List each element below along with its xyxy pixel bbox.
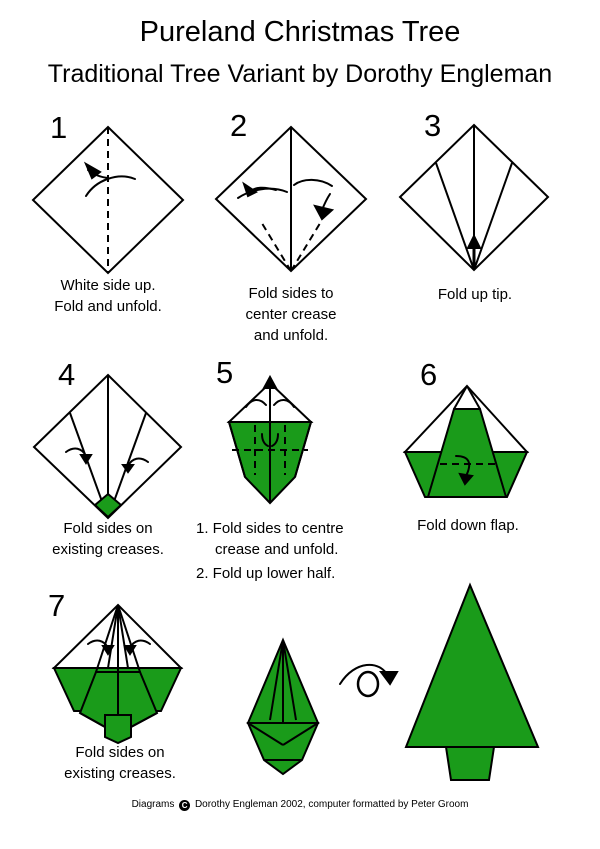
step-3-arrowhead bbox=[466, 233, 482, 249]
step-7-number: 7 bbox=[48, 588, 66, 623]
credit-prefix: Diagrams bbox=[131, 799, 175, 810]
step-3-caption: Fold up tip. bbox=[437, 286, 513, 303]
step-6-caption: Fold down flap. bbox=[417, 517, 519, 534]
step-5-up-arrowhead bbox=[262, 374, 278, 389]
step-6-green-center bbox=[426, 408, 508, 498]
step-5-caption: 1. Fold sides to centre crease and unfol… bbox=[196, 520, 344, 582]
diagram-title: Pureland Christmas Tree bbox=[139, 16, 461, 48]
step-6-number: 6 bbox=[420, 357, 438, 392]
step-1-number: 1 bbox=[50, 110, 68, 145]
step-2-left-arrow bbox=[237, 187, 288, 199]
credit-text: Dorothy Engleman 2002, computer formatte… bbox=[194, 799, 469, 810]
step-2-number: 2 bbox=[230, 108, 248, 143]
copyright-icon: C bbox=[179, 800, 191, 811]
step-3-number: 3 bbox=[424, 108, 442, 143]
step-1-caption: White side up.Fold and unfold. bbox=[54, 277, 162, 315]
diagram-subtitle: Traditional Tree Variant by Dorothy Engl… bbox=[47, 60, 553, 88]
step-5-number: 5 bbox=[216, 355, 234, 390]
step-4-green-tip bbox=[93, 492, 123, 519]
final-tree-trunk bbox=[444, 746, 496, 781]
final-tree-top bbox=[404, 582, 540, 748]
folded-tree-trunk bbox=[246, 722, 320, 776]
step-4-number: 4 bbox=[58, 357, 76, 392]
step-6-down-arrow bbox=[455, 455, 471, 477]
credit-line: Diagrams C Dorothy Engleman 2002, comput… bbox=[0, 799, 600, 811]
